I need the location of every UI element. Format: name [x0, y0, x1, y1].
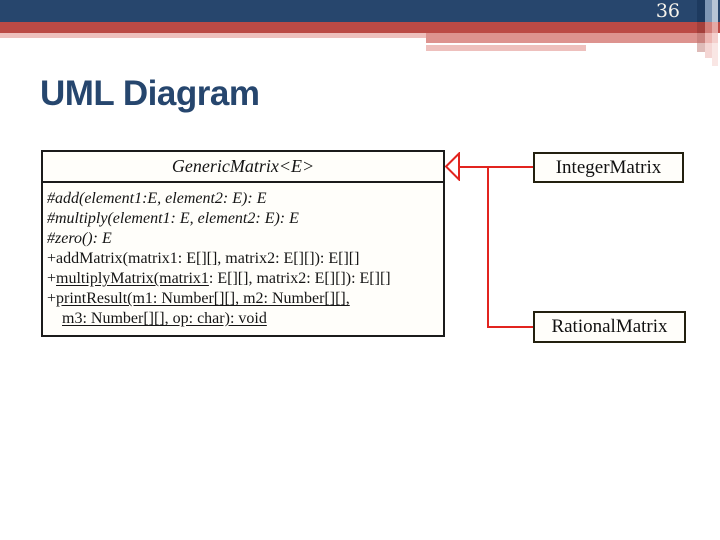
page-number: 36: [655, 0, 680, 22]
right-edge-stripe-medium: [705, 0, 712, 58]
class-member: #add(element1:E, element2: E): E: [47, 190, 267, 207]
class-members: #add(element1:E, element2: E): E #multipl…: [43, 183, 443, 329]
class-member: +addMatrix(matrix1: E[][], matrix2: E[][…: [47, 250, 360, 267]
top-pink-band-right: [426, 33, 697, 43]
generic-matrix-class-box: GenericMatrix<E> #add(element1:E, elemen…: [41, 150, 445, 337]
class-member: m3: Number[][], op: char): void: [62, 310, 267, 327]
inheritance-triangle-icon: [445, 152, 460, 181]
top-blue-band: [0, 0, 720, 22]
rational-matrix-class-box: RationalMatrix: [533, 311, 686, 343]
class-member: #zero(): E: [47, 230, 112, 247]
right-edge-stripe-dark: [697, 0, 705, 52]
top-pink-band-left: [0, 33, 426, 38]
top-pink-band-bottom: [426, 45, 586, 51]
top-red-band: [0, 22, 720, 33]
right-edge-stripe-light: [712, 0, 718, 66]
slide-title: UML Diagram: [40, 74, 260, 113]
connector-line-rational: [487, 326, 533, 328]
connector-line-vertical: [487, 166, 489, 328]
class-member: #multiply(element1: E, element2: E): E: [47, 210, 299, 227]
class-name: GenericMatrix<E>: [43, 152, 443, 183]
integer-matrix-class-box: IntegerMatrix: [533, 152, 684, 183]
class-member: +printResult(m1: Number[][], m2: Number[…: [47, 290, 350, 307]
integer-matrix-label: IntegerMatrix: [555, 156, 662, 178]
connector-line-integer: [459, 166, 533, 168]
class-member: +multiplyMatrix(matrix1: E[][], matrix2:…: [47, 270, 391, 287]
rational-matrix-label: RationalMatrix: [551, 316, 668, 337]
